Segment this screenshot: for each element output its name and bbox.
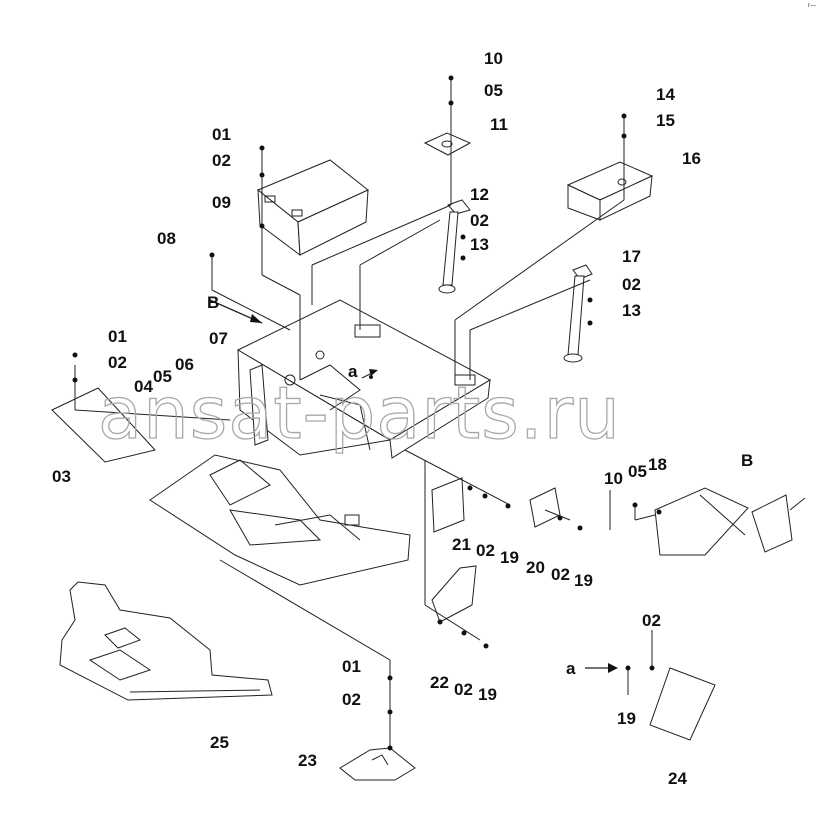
label-02-b: 02 xyxy=(470,211,489,230)
plate-11 xyxy=(423,132,472,156)
view-b-assembly xyxy=(654,487,806,556)
label-17: 17 xyxy=(622,247,641,266)
label-02-g: 02 xyxy=(454,680,473,699)
label-16: 16 xyxy=(682,149,701,168)
floor-plate xyxy=(149,454,411,586)
label-a-mid: a xyxy=(348,362,358,381)
label-09: 09 xyxy=(212,193,231,212)
label-18: 18 xyxy=(648,455,667,474)
main-frame xyxy=(236,299,492,459)
watermark: ansat-parts.ru xyxy=(98,371,621,455)
panel-24 xyxy=(649,667,716,741)
label-23: 23 xyxy=(298,751,317,770)
arrow-b[interactable] xyxy=(209,299,263,324)
label-b-arrow: B xyxy=(207,293,219,312)
battery-box xyxy=(257,159,369,257)
label-02-b2: 02 xyxy=(108,353,127,372)
label-06: 06 xyxy=(175,355,194,374)
label-02-c: 02 xyxy=(622,275,641,294)
assembly-lines xyxy=(74,78,656,750)
label-02-f: 02 xyxy=(551,565,570,584)
panel-20 xyxy=(529,487,561,528)
label-10-b: 10 xyxy=(604,469,623,488)
label-07: 07 xyxy=(209,329,228,348)
label-02-i: 02 xyxy=(642,611,661,630)
skid-plate xyxy=(59,581,273,701)
label-20: 20 xyxy=(526,558,545,577)
label-04: 04 xyxy=(134,377,153,396)
label-view-b: B xyxy=(741,451,753,470)
label-13-b: 13 xyxy=(622,301,641,320)
label-15: 15 xyxy=(656,111,675,130)
label-03: 03 xyxy=(52,467,71,486)
bracket-23 xyxy=(339,747,416,781)
label-05-b: 05 xyxy=(153,367,172,386)
bracket-12 xyxy=(438,199,471,294)
label-19-d: 19 xyxy=(617,709,636,728)
label-02-a: 02 xyxy=(212,151,231,170)
label-02-h: 02 xyxy=(342,690,361,709)
label-08: 08 xyxy=(157,229,176,248)
label-19-a: 19 xyxy=(500,548,519,567)
corner-mark: r— xyxy=(808,3,816,9)
label-10-top: 10 xyxy=(484,49,503,68)
bracket-17 xyxy=(563,264,593,363)
panel-22 xyxy=(431,565,477,623)
label-13-a: 13 xyxy=(470,235,489,254)
label-14: 14 xyxy=(656,85,675,104)
label-25: 25 xyxy=(210,733,229,752)
label-a-left: a xyxy=(566,659,576,678)
label-02-e: 02 xyxy=(476,541,495,560)
battery-tray xyxy=(566,161,654,221)
label-11: 11 xyxy=(490,115,508,134)
label-19-b: 19 xyxy=(574,571,593,590)
label-24: 24 xyxy=(668,769,687,788)
label-21: 21 xyxy=(452,535,471,554)
label-12: 12 xyxy=(470,185,489,204)
cover-03 xyxy=(51,387,156,463)
label-01-a: 01 xyxy=(212,125,231,144)
label-01-b: 01 xyxy=(108,327,127,346)
label-05-top: 05 xyxy=(484,81,503,100)
label-19-c: 19 xyxy=(478,685,497,704)
panel-21 xyxy=(431,477,465,533)
arrow-a-mid xyxy=(361,369,378,379)
part-labels: 10 05 11 14 15 16 01 02 09 12 02 13 08 1… xyxy=(52,49,753,788)
label-22: 22 xyxy=(430,673,449,692)
label-01-c: 01 xyxy=(342,657,361,676)
arrow-a-left[interactable] xyxy=(585,663,618,673)
fastener-dots xyxy=(72,75,662,751)
label-05-c: 05 xyxy=(628,462,647,481)
